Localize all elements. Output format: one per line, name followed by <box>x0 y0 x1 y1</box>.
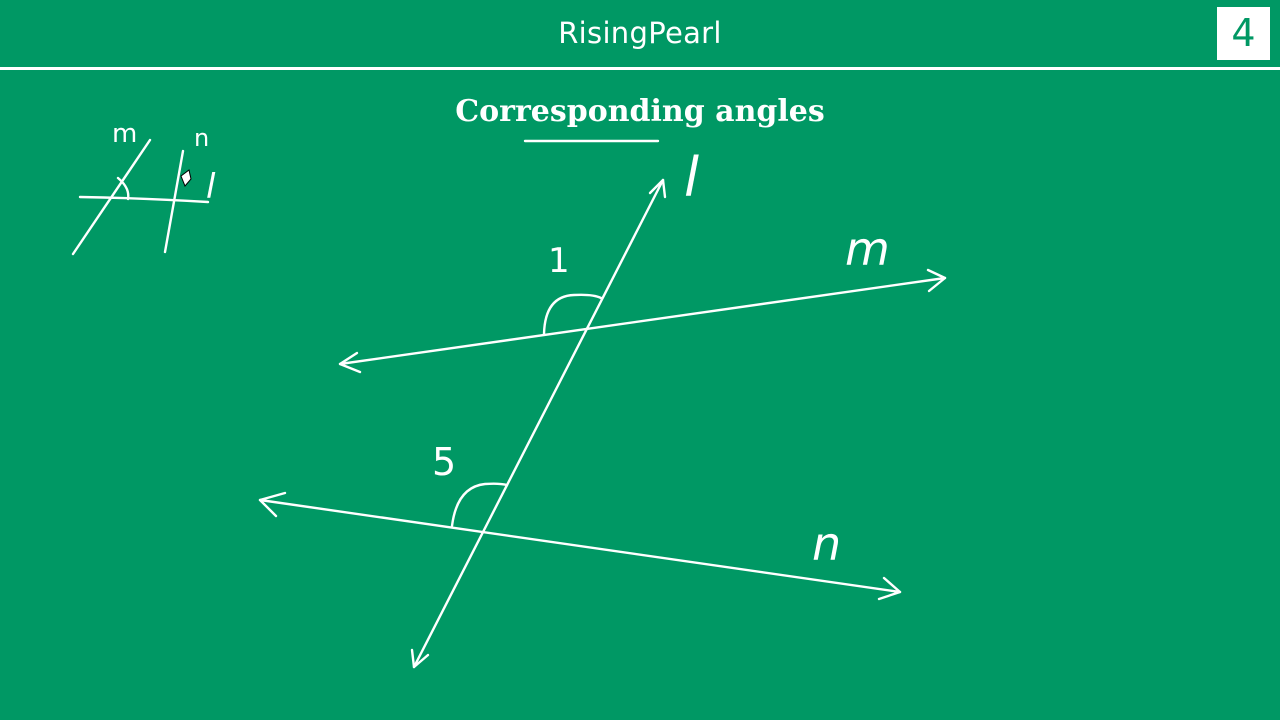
arrowhead-n-left <box>258 491 287 518</box>
header-title: RisingPearl <box>558 16 722 50</box>
header-divider <box>0 67 1280 70</box>
sketch-label-n: n <box>194 124 209 152</box>
angle-arc-5 <box>450 482 509 528</box>
arrowhead-n-right <box>877 576 902 601</box>
sketch-line-n <box>163 149 185 254</box>
label-line-l: l <box>684 146 699 209</box>
cursor-icon <box>180 169 192 187</box>
sketch-angle-arc <box>116 176 130 201</box>
angle-arc-1 <box>542 293 603 336</box>
slide-title: Corresponding angles <box>455 94 825 129</box>
arrowhead-l-top <box>648 178 667 199</box>
label-line-m: m <box>845 222 890 276</box>
mini-sketch: m n l <box>71 119 216 256</box>
arrowhead-m-left <box>338 351 362 374</box>
arrowhead-m-right <box>926 268 947 293</box>
parallel-line-m <box>338 276 947 366</box>
sketch-line-l <box>78 195 210 204</box>
arrowhead-l-bottom <box>410 648 430 669</box>
transversal-line-l <box>412 178 665 669</box>
label-angle-5: 5 <box>432 440 456 484</box>
sketch-label-m: m <box>112 119 137 149</box>
parallel-line-n <box>258 498 902 594</box>
page-number-badge: 4 <box>1217 7 1270 60</box>
sketch-label-l: l <box>206 167 216 207</box>
label-line-n: n <box>812 517 841 571</box>
label-angle-1: 1 <box>548 241 570 281</box>
main-diagram: l m n 1 5 <box>258 146 947 669</box>
